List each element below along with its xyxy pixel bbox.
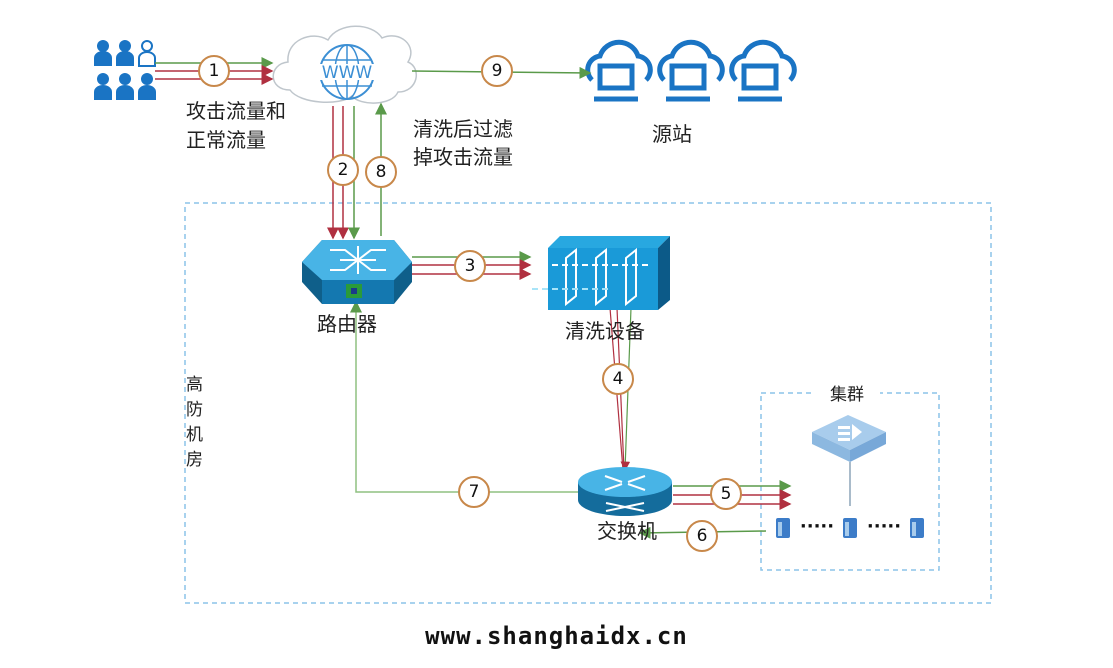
step-number: 9: [492, 61, 503, 81]
step-marker: [198, 55, 230, 87]
load-balancer-icon: [812, 415, 886, 462]
router-label: 路由器: [317, 312, 377, 336]
step-marker: [365, 156, 397, 188]
flow-7: [350, 300, 578, 493]
step-number: 7: [469, 482, 480, 502]
step-number: 2: [338, 160, 349, 180]
step-marker: [686, 520, 718, 552]
incoming-traffic-note-line2: 正常流量: [186, 128, 266, 152]
step-number: 1: [209, 61, 220, 81]
step-marker: [710, 478, 742, 510]
zone-label: 高 防 机 房: [186, 375, 203, 470]
step-marker: [602, 363, 634, 395]
cloud-server-icon: [585, 39, 653, 102]
scrubber-label: 清洗设备: [565, 319, 645, 343]
step-number: 5: [721, 484, 732, 504]
router-icon: [302, 240, 412, 304]
step-number: 4: [613, 369, 624, 389]
incoming-traffic-note-line1: 攻击流量和: [186, 99, 286, 123]
server-icon: [910, 518, 924, 538]
cloud-server-icon: [657, 39, 725, 102]
filtered-traffic-note-line1: 清洗后过滤: [413, 117, 513, 141]
cloud-server-icon: [729, 39, 797, 102]
server-icon: [843, 518, 857, 538]
cloud-www-icon: WWW: [272, 25, 418, 104]
origin-servers: [585, 39, 797, 102]
step-number: 3: [465, 256, 476, 276]
switch-label: 交换机: [597, 519, 657, 543]
scrubbing-device-icon: [532, 236, 670, 310]
zone-label-char: 房: [186, 450, 203, 470]
step-number: 6: [697, 526, 708, 546]
cluster-servers: [776, 518, 924, 538]
zone-label-char: 高: [186, 375, 203, 395]
users-icon: [94, 40, 156, 100]
step-marker: [481, 55, 513, 87]
cloud-label: WWW: [322, 63, 373, 83]
step-marker: [327, 154, 359, 186]
cluster-label: 集群: [830, 385, 864, 405]
origin-label: 源站: [652, 122, 692, 146]
server-ellipsis: ·····: [800, 516, 834, 537]
server-ellipsis: ·····: [867, 516, 901, 537]
footer-watermark: www.shanghaidx.cn: [425, 622, 688, 650]
step-number: 8: [376, 162, 387, 182]
switch-icon: [578, 467, 672, 516]
step-marker: [458, 476, 490, 508]
zone-label-char: 机: [186, 425, 203, 445]
step-marker: [454, 250, 486, 282]
filtered-traffic-note-line2: 掉攻击流量: [413, 145, 513, 169]
zone-label-char: 防: [186, 400, 203, 420]
cluster-box: [760, 392, 940, 571]
server-icon: [776, 518, 790, 538]
